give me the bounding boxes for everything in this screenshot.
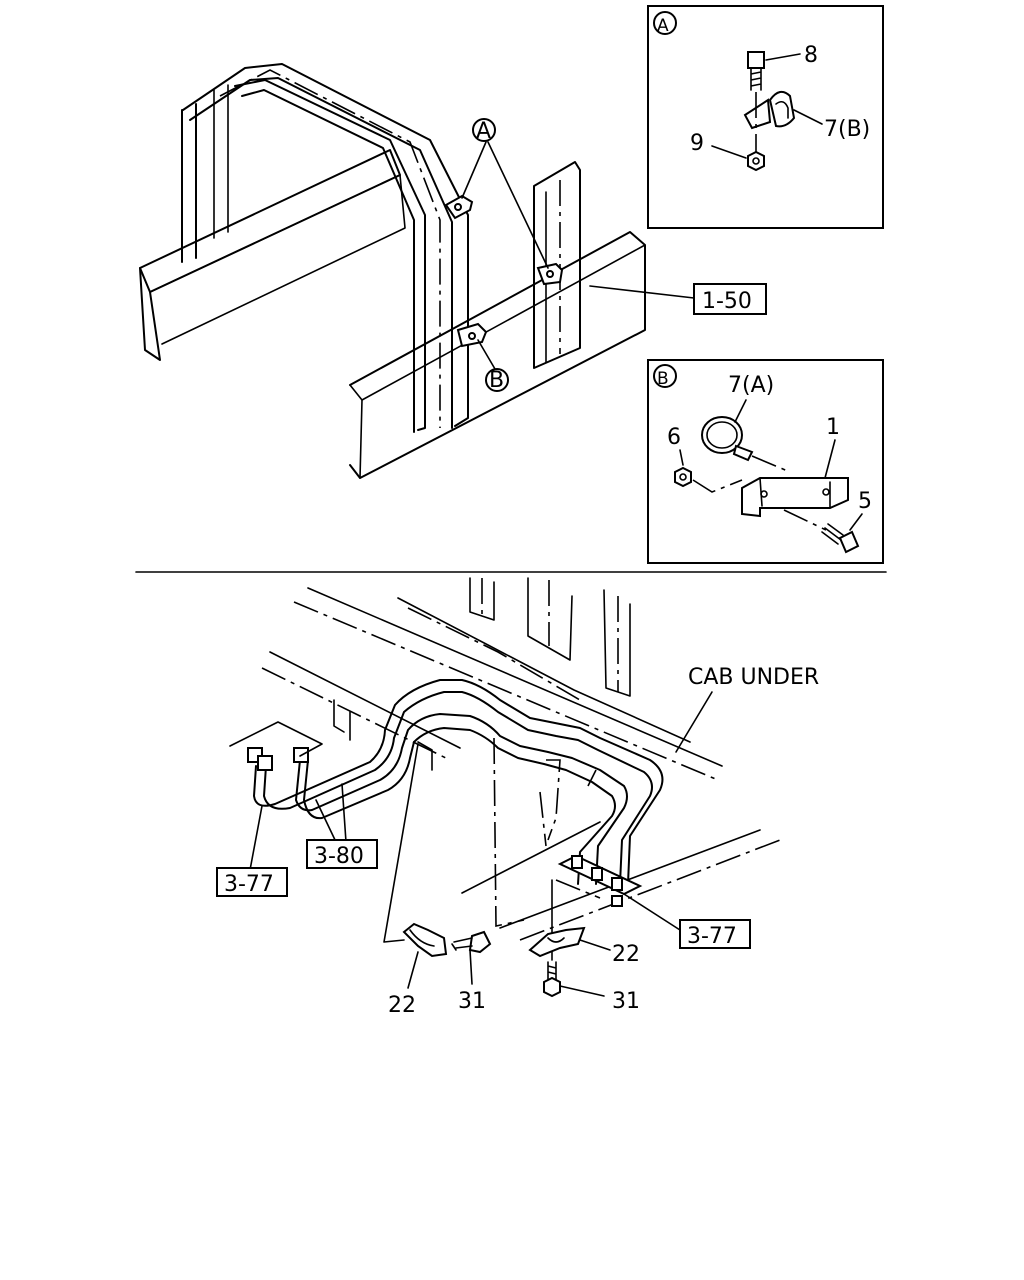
part-9-label: 9 xyxy=(690,131,704,156)
detail-b-panel: B 7(A) 1 6 5 xyxy=(647,359,884,564)
cab-under-label: CAB UNDER xyxy=(688,665,819,690)
callout-b-label: B xyxy=(489,368,504,393)
part-1-label: 1 xyxy=(826,415,840,440)
detail-b-title: B xyxy=(657,369,669,389)
part-31-right-label: 31 xyxy=(612,989,640,1014)
part-22-left-label: 22 xyxy=(388,993,416,1018)
part-7b-label: 7(B) xyxy=(824,117,870,142)
upper-frame-view: A B 1-50 xyxy=(139,63,767,479)
part-22-right-label: 22 xyxy=(612,942,640,967)
ref-3-80: 3-80 xyxy=(314,844,364,869)
ref-3-77-left: 3-77 xyxy=(224,872,274,897)
detail-a-panel: A 8 7(B) 9 xyxy=(647,5,884,229)
lower-cab-view: CAB UNDER 3-80 3-77 3-77 22 31 22 31 xyxy=(216,577,819,1018)
ref-1-50: 1-50 xyxy=(702,289,752,314)
ref-3-77-right: 3-77 xyxy=(687,924,737,949)
detail-a-title: A xyxy=(657,16,669,36)
part-5-label: 5 xyxy=(858,489,872,514)
part-31-left-label: 31 xyxy=(458,989,486,1014)
callout-a-label: A xyxy=(476,119,491,144)
part-6-label: 6 xyxy=(667,425,681,450)
part-7a-label: 7(A) xyxy=(728,373,774,398)
part-8-label: 8 xyxy=(804,43,818,68)
